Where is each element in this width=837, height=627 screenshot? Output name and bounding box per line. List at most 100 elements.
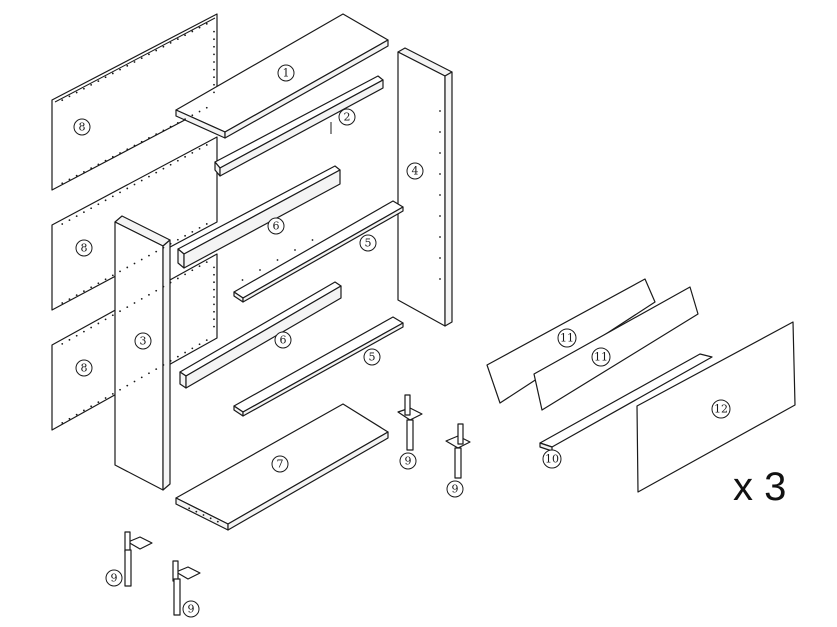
panel-hole	[209, 517, 212, 520]
panel-hole	[213, 53, 215, 56]
panel-hole	[188, 507, 191, 510]
callout-part-2: 2	[338, 108, 356, 126]
panel-hole	[126, 266, 129, 269]
panel-hole	[184, 155, 186, 158]
panel-hole	[75, 215, 78, 218]
panel-hole	[140, 258, 143, 261]
panel-hole	[133, 302, 136, 304]
panel-hole	[213, 30, 215, 33]
panel-hole	[97, 80, 100, 82]
panel-hole	[169, 281, 172, 284]
leg-c	[124, 531, 153, 587]
callout-part-11-back: 11	[557, 328, 577, 348]
rail-2	[214, 75, 384, 177]
svg-text:4: 4	[412, 165, 419, 178]
panel-hole	[162, 129, 165, 132]
panel-hole	[205, 261, 208, 263]
panel-hole	[140, 140, 143, 143]
panel-hole	[155, 133, 158, 136]
panel-hole	[184, 351, 186, 354]
callout-part-12: 12	[711, 399, 731, 419]
callout-part-11-front: 11	[591, 347, 611, 367]
panel-hole	[104, 76, 107, 79]
panel-hole	[205, 223, 208, 225]
panel-hole	[111, 393, 114, 395]
panel-hole	[294, 249, 296, 251]
panel-hole	[439, 278, 441, 280]
panel-hole	[133, 61, 136, 63]
svg-text:9: 9	[188, 603, 195, 616]
panel-hole	[133, 144, 136, 147]
callout-part-10: 10	[542, 449, 562, 469]
panel-hole	[213, 76, 215, 79]
panel-hole	[126, 384, 129, 387]
leg-d	[172, 560, 201, 616]
svg-text:6: 6	[280, 334, 287, 347]
svg-text:6: 6	[273, 220, 280, 233]
svg-text:12: 12	[714, 403, 728, 416]
svg-text:5: 5	[365, 237, 372, 250]
panel-hole	[119, 191, 121, 194]
panel-hole	[205, 144, 208, 146]
panel-hole	[155, 368, 158, 370]
callout-part-9-c: 9	[105, 569, 123, 587]
callout-part-3: 3	[134, 332, 152, 350]
panel-hole	[61, 99, 64, 102]
panel-hole	[97, 322, 100, 325]
panel-hole	[83, 87, 85, 90]
panel-hole	[111, 274, 114, 277]
panel-hole	[68, 298, 71, 300]
panel-hole	[176, 277, 179, 280]
callout-part-5-upper: 5	[359, 234, 377, 252]
panel-hole	[276, 259, 279, 261]
svg-text:8: 8	[79, 121, 86, 134]
svg-text:5: 5	[369, 351, 376, 364]
panel-hole	[439, 173, 441, 175]
panel-hole	[191, 347, 194, 350]
panel-hole	[111, 195, 114, 198]
panel-hole	[140, 376, 143, 379]
panel-hole	[68, 338, 71, 341]
panel-hole	[90, 207, 93, 210]
shelf-5-upper	[233, 200, 404, 303]
panel-hole	[169, 163, 172, 166]
panel-hole	[198, 227, 201, 229]
panel-hole	[213, 288, 215, 291]
panel-hole	[97, 163, 100, 166]
panel-hole	[191, 114, 194, 117]
panel-hole	[213, 38, 215, 41]
panel-hole	[198, 110, 201, 113]
callout-part-6-lower: 6	[274, 331, 292, 349]
panel-hole	[126, 148, 129, 151]
panel-hole	[119, 270, 121, 273]
panel-hole	[90, 84, 93, 86]
panel-hole	[133, 380, 136, 383]
svg-text:7: 7	[277, 458, 284, 471]
panel-hole	[195, 510, 198, 513]
callout-part-8-bottom: 8	[75, 359, 93, 377]
panel-hole	[104, 318, 107, 321]
svg-text:9: 9	[405, 455, 412, 468]
panel-hole	[148, 372, 150, 375]
panel-hole	[75, 174, 78, 177]
panel-hole	[213, 91, 215, 94]
shelf-5-lower	[233, 316, 404, 417]
callout-part-6-upper: 6	[267, 217, 285, 235]
panel-hole	[311, 239, 314, 241]
drawer-bottom-10	[539, 353, 713, 452]
panel-hole	[90, 405, 93, 408]
panel-hole	[119, 310, 121, 313]
panel-hole	[184, 234, 186, 237]
panel-hole	[68, 95, 71, 98]
panel-hole	[126, 187, 129, 190]
svg-text:9: 9	[111, 572, 118, 585]
left-side-panel	[114, 215, 171, 491]
panel-hole	[213, 83, 215, 86]
panel-hole	[61, 223, 64, 225]
panel-hole	[119, 68, 121, 71]
panel-hole	[213, 281, 215, 284]
panel-hole	[104, 397, 107, 399]
panel-hole	[133, 183, 136, 186]
panel-hole	[75, 294, 78, 297]
panel-hole	[104, 159, 107, 162]
